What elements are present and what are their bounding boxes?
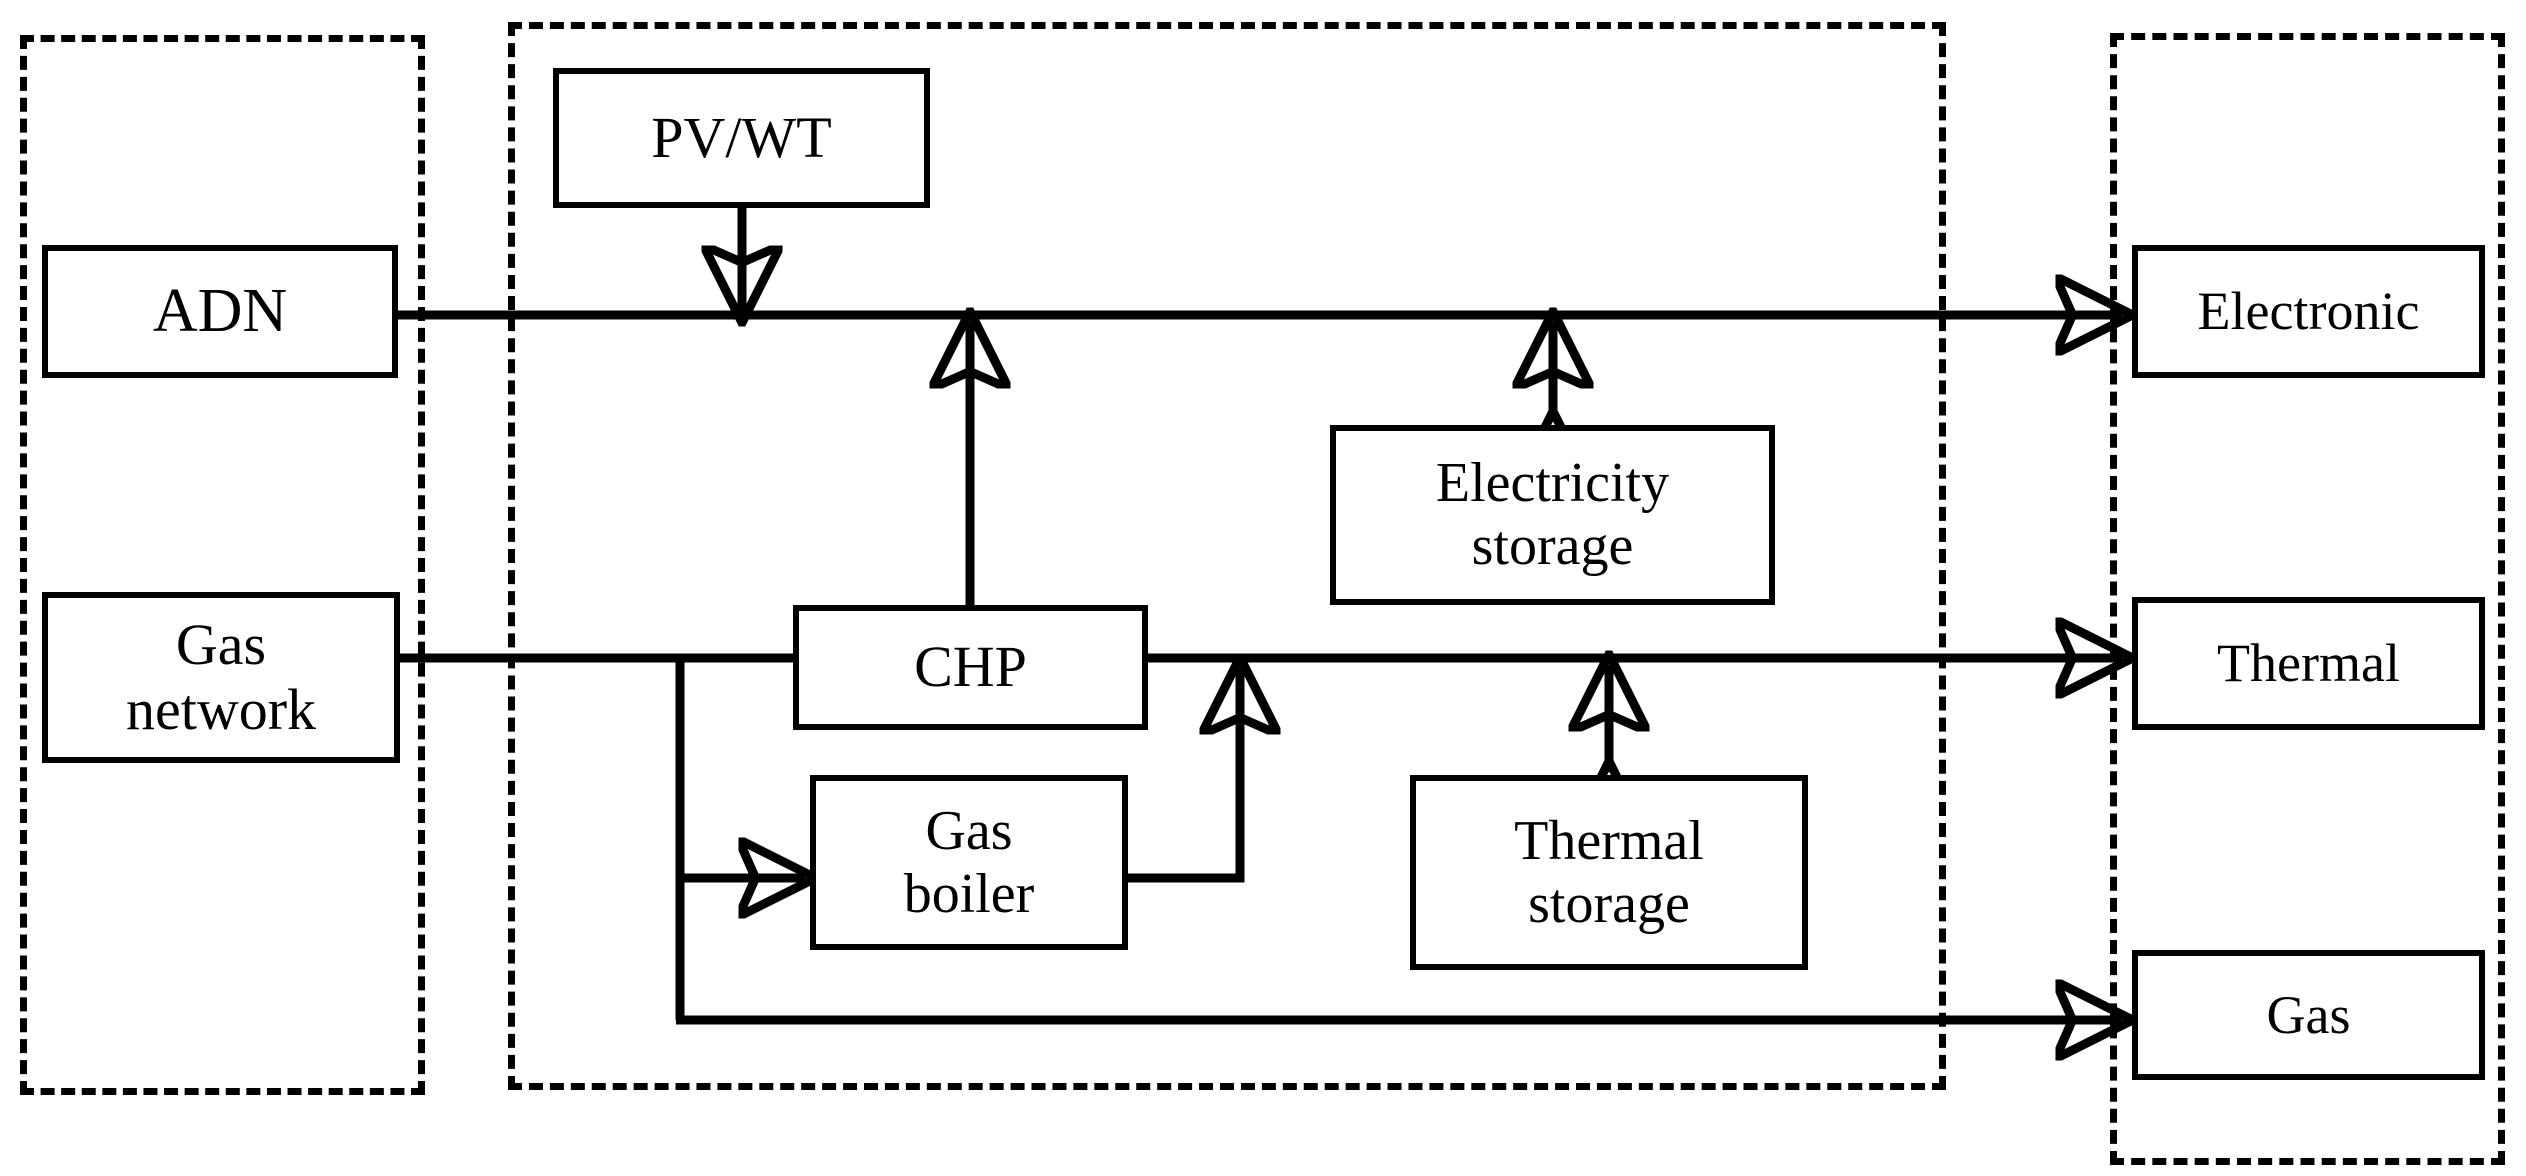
box-thermal-storage-label-line1: Thermal [1514, 809, 1704, 872]
box-gas-network[interactable]: Gas network [42, 592, 400, 763]
box-gas-load[interactable]: Gas [2132, 950, 2485, 1080]
box-gas-boiler[interactable]: Gas boiler [810, 775, 1128, 950]
box-electronic-load-label: Electronic [2197, 281, 2420, 342]
box-electronic-load[interactable]: Electronic [2132, 245, 2485, 378]
wire-gasboiler-to-thermal-bus [1128, 668, 1240, 883]
box-chp-label: CHP [914, 634, 1027, 700]
box-gas-network-label-line1: Gas [175, 611, 267, 677]
box-thermal-load-label: Thermal [2217, 633, 2400, 694]
box-pv-wt[interactable]: PV/WT [553, 68, 930, 208]
box-gas-network-label-line2: network [125, 676, 317, 742]
box-thermal-storage[interactable]: Thermal storage [1410, 775, 1808, 970]
box-gas-load-label: Gas [2266, 984, 2351, 1045]
box-adn[interactable]: ADN [42, 245, 398, 378]
box-gas-boiler-label-line2: boiler [903, 862, 1035, 925]
box-electricity-storage-label-line1: Electricity [1435, 452, 1670, 515]
box-pv-wt-label: PV/WT [651, 104, 832, 170]
box-electricity-storage[interactable]: Electricity storage [1330, 425, 1775, 605]
box-adn-label: ADN [152, 276, 288, 345]
box-thermal-load[interactable]: Thermal [2132, 597, 2485, 730]
loads-panel [2110, 33, 2505, 1165]
box-gas-boiler-label-line1: Gas [925, 799, 1013, 862]
box-electricity-storage-label-line2: storage [1471, 515, 1634, 577]
box-thermal-storage-label-line2: storage [1528, 872, 1690, 935]
box-chp[interactable]: CHP [793, 605, 1148, 730]
energy-hub-panel [508, 22, 1946, 1090]
external-networks-panel [20, 35, 425, 1095]
